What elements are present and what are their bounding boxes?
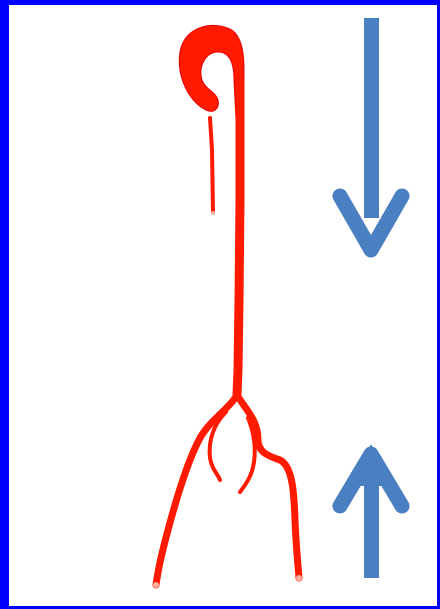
arrow-down-icon xyxy=(340,18,402,250)
left-leg-tip xyxy=(153,582,159,588)
arrow-up-shaft xyxy=(364,470,379,578)
left-iliac-vessel xyxy=(156,395,237,585)
arrow-down-shaft xyxy=(364,18,379,218)
aortic-arch xyxy=(179,25,244,120)
descending-aorta xyxy=(237,80,240,395)
right-leg-tip xyxy=(296,575,302,581)
upper-branch-tip xyxy=(211,211,215,215)
aorta-vessel-illustration xyxy=(153,25,302,588)
upper-branch-vessel xyxy=(210,118,213,212)
arrow-up-icon xyxy=(340,444,402,578)
right-internal-branch xyxy=(240,418,255,492)
